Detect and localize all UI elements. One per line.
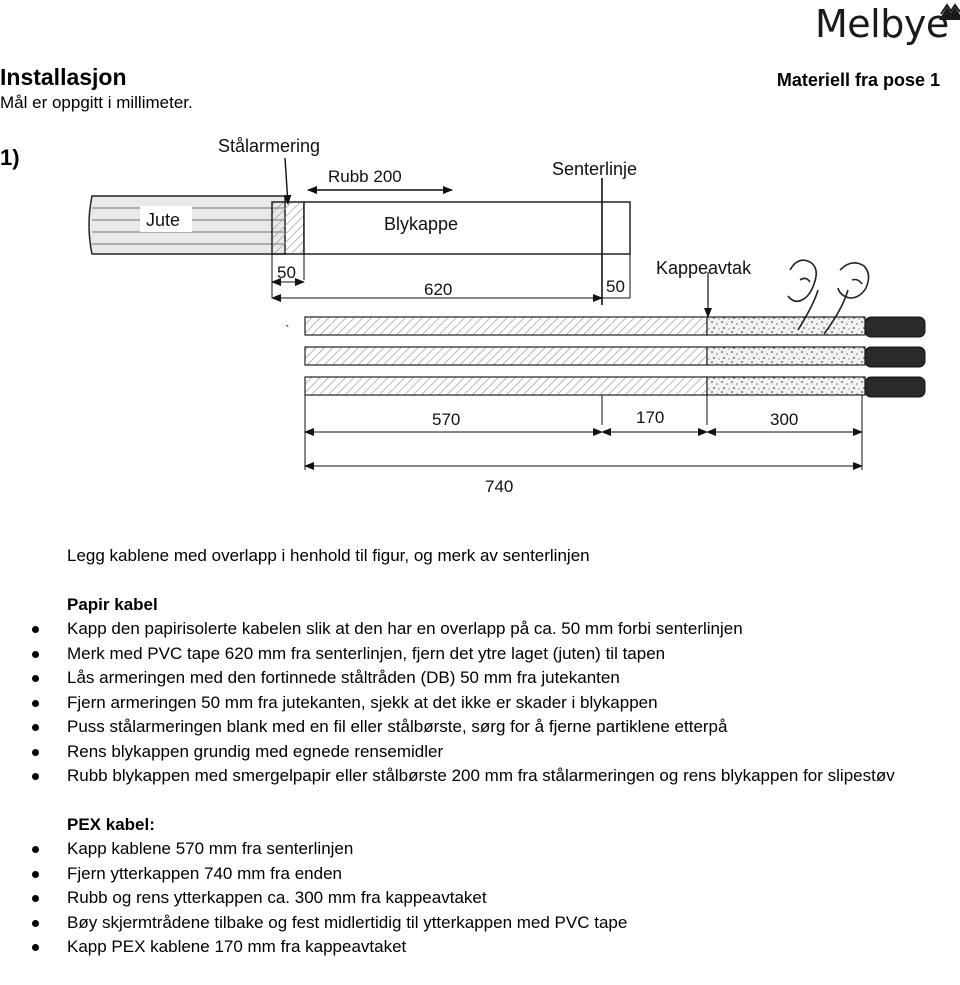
bullet-icon <box>32 724 39 731</box>
list-item: Fjern ytterkappen 740 mm fra enden <box>32 862 957 887</box>
list-item: Rubb blykappen med smergelpapir eller st… <box>32 764 957 789</box>
material-label: Materiell fra pose 1 <box>776 70 940 90</box>
page-title: Installasjon <box>0 64 127 90</box>
melbye-mountain-icon <box>939 3 960 20</box>
list-item: Kapp kablene 570 mm fra senterlinjen <box>32 837 957 862</box>
bullet-icon <box>32 919 39 927</box>
dim-50-left: 50 <box>277 263 296 282</box>
list-item: Lås armeringen med den fortinnede ståltr… <box>32 666 957 691</box>
melbye-logo: Melbye <box>815 2 960 46</box>
list-item: Rubb og rens ytterkappen ca. 300 mm fra … <box>32 886 957 911</box>
dim-300: 300 <box>770 410 798 429</box>
stray-mark: ` <box>285 322 290 338</box>
list-item: Rens blykappen grundig med egnede rensem… <box>32 740 957 765</box>
label-sheath-cut: Kappeavtak <box>656 258 752 278</box>
bullet-icon <box>32 650 39 658</box>
list-item: Puss stålarmeringen blank med en fil ell… <box>32 715 957 740</box>
bullet-icon <box>32 699 39 707</box>
bullet-icon <box>32 944 39 951</box>
paper-cable-list: Kapp den papirisolerte kabelen slik at d… <box>32 617 957 789</box>
list-item: Merk med PVC tape 620 mm fra senterlinje… <box>32 642 957 667</box>
dim-570: 570 <box>432 410 460 429</box>
label-centerline: Senterlinje <box>552 159 637 179</box>
bullet-icon <box>32 675 39 682</box>
page-subtitle: Mål er oppgitt i millimeter. <box>0 93 193 112</box>
label-armoring: Stålarmering <box>218 136 320 156</box>
label-jute: Jute <box>146 210 180 230</box>
list-item: Kapp PEX kablene 170 mm fra kappeavtaket <box>32 935 957 960</box>
instructions: Legg kablene med overlapp i henhold til … <box>32 544 957 960</box>
bullet-icon <box>32 895 39 902</box>
bullet-icon <box>32 626 39 633</box>
bullet-icon <box>32 846 39 853</box>
hands-icon <box>787 259 870 335</box>
dim-740: 740 <box>485 477 513 496</box>
dim-50-right: 50 <box>606 277 625 296</box>
dim-170: 170 <box>636 408 664 427</box>
paper-cable <box>88 195 631 255</box>
list-item: Kapp den papirisolerte kabelen slik at d… <box>32 617 957 642</box>
paper-cable-heading: Papir kabel <box>67 594 158 614</box>
pex-cable-heading: PEX kabel: <box>67 814 155 834</box>
bullet-icon <box>32 748 39 756</box>
dim-620: 620 <box>424 280 452 299</box>
list-item: Fjern armeringen 50 mm fra jutekanten, s… <box>32 691 957 716</box>
bullet-icon <box>32 773 39 780</box>
pex-cable-list: Kapp kablene 570 mm fra senterlinjen Fje… <box>32 837 957 960</box>
logo-text: Melbye <box>815 2 949 46</box>
step-number: 1) <box>0 145 20 170</box>
bullet-icon <box>32 870 39 878</box>
label-lead-sheath: Blykappe <box>384 214 458 234</box>
label-rubb: Rubb 200 <box>328 167 402 186</box>
intro-text: Legg kablene med overlapp i henhold til … <box>67 546 590 565</box>
list-item: Bøy skjermtrådene tilbake og fest midler… <box>32 911 957 936</box>
cable-installation-figure: Stålarmering Rubb 200 Senterlinje Jute B… <box>88 136 926 496</box>
pex-cables <box>304 316 926 398</box>
